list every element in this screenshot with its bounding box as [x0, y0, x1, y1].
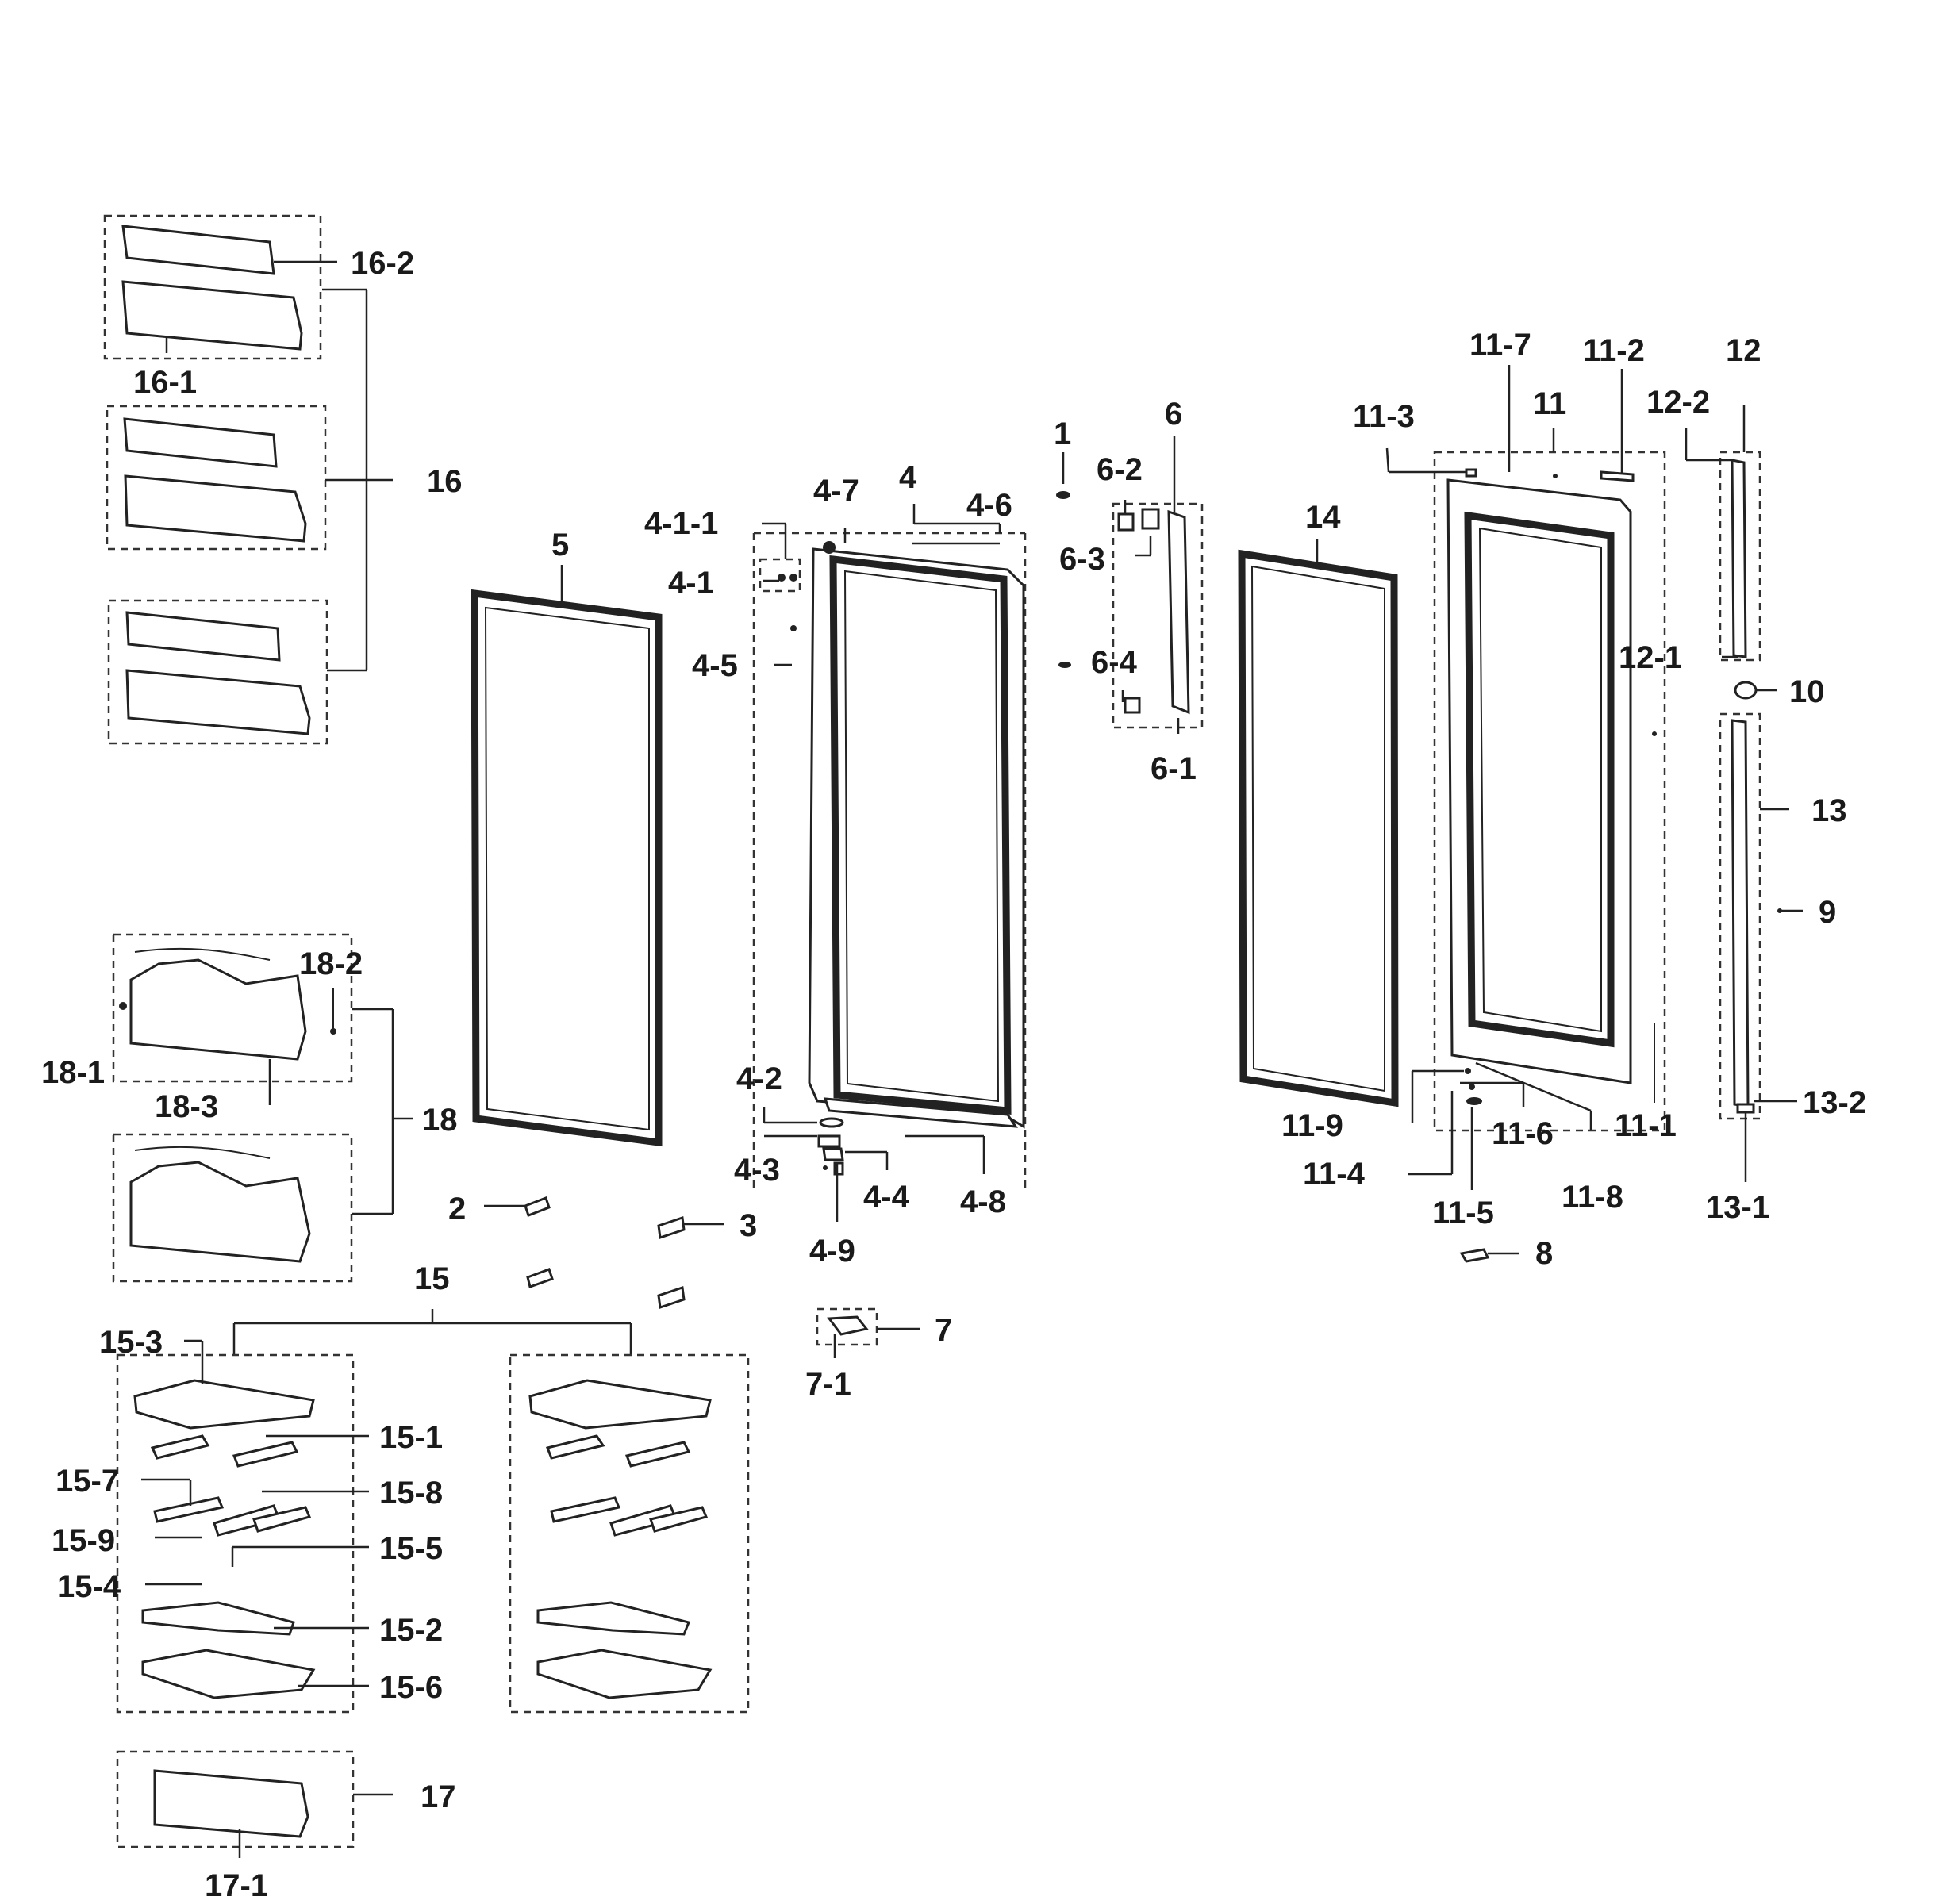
door-outer-leaders-11	[1385, 365, 1623, 1263]
label-7-1: 7-1	[805, 1367, 851, 1402]
trim-12	[1685, 405, 1761, 662]
label-9: 9	[1819, 895, 1836, 930]
door-outer-11	[1433, 451, 1666, 1132]
door-bin-leaders-16	[165, 260, 393, 672]
handle-6	[1112, 436, 1204, 734]
label-4-2: 4-2	[736, 1061, 782, 1096]
label-15-2: 15-2	[379, 1613, 443, 1648]
label-12-2: 12-2	[1646, 385, 1710, 420]
label-4-5: 4-5	[692, 648, 738, 683]
label-14: 14	[1305, 500, 1341, 535]
label-10: 10	[1789, 674, 1825, 709]
label-13-2: 13-2	[1803, 1085, 1866, 1120]
label-18-1: 18-1	[41, 1055, 105, 1090]
label-3: 3	[740, 1208, 757, 1243]
label-15-5: 15-5	[379, 1531, 443, 1566]
label-6: 6	[1165, 397, 1182, 432]
label-11-2: 11-2	[1583, 333, 1645, 368]
door-bin-group-16	[103, 214, 328, 745]
label-11-7: 11-7	[1469, 328, 1531, 363]
label-12-1: 12-1	[1619, 640, 1682, 675]
label-4-1: 4-1	[668, 566, 714, 601]
label-4-1-1: 4-1-1	[644, 506, 718, 541]
door-assembly-leaders-4	[762, 504, 1001, 1222]
label-4-9: 4-9	[809, 1234, 855, 1269]
label-11-9: 11-9	[1281, 1108, 1343, 1143]
label-15-7: 15-7	[56, 1464, 119, 1499]
label-18: 18	[422, 1103, 458, 1138]
label-13-1: 13-1	[1706, 1190, 1769, 1225]
label-18-3: 18-3	[155, 1089, 218, 1124]
shelf-leaders-15	[141, 1339, 369, 1687]
label-1: 1	[1054, 416, 1071, 451]
label-15-9: 15-9	[52, 1523, 115, 1558]
label-7: 7	[935, 1313, 952, 1348]
label-11: 11	[1533, 386, 1566, 421]
guard-bin-group-18	[112, 933, 353, 1283]
callout-labels: 16-2 16-1 16 18-2 18-1 18-3 18 15 15-3 1…	[41, 246, 1866, 1903]
label-4-8: 4-8	[960, 1184, 1006, 1219]
label-15-1: 15-1	[379, 1420, 443, 1455]
label-4-3: 4-3	[734, 1153, 780, 1188]
label-6-4: 6-4	[1091, 645, 1138, 680]
label-6-2: 6-2	[1097, 452, 1143, 487]
label-15-4: 15-4	[57, 1569, 121, 1604]
label-4-6: 4-6	[966, 488, 1012, 523]
guard-bin-leaders-18	[268, 1008, 413, 1215]
label-15-6: 15-6	[379, 1670, 443, 1705]
label-15: 15	[414, 1261, 450, 1296]
label-16-2: 16-2	[351, 246, 414, 281]
door-assembly-4	[752, 532, 1027, 1190]
shelf-parts-left	[133, 1379, 316, 1699]
label-11-1: 11-1	[1615, 1108, 1677, 1143]
shelf-parts-right	[528, 1379, 713, 1699]
label-5: 5	[551, 528, 569, 562]
label-4: 4	[899, 460, 917, 495]
label-16-1: 16-1	[133, 365, 197, 400]
label-6-1: 6-1	[1151, 751, 1197, 786]
small-parts-1-2-3	[484, 452, 1071, 1309]
label-13: 13	[1811, 793, 1847, 828]
cap-10	[1734, 681, 1777, 700]
label-11-5: 11-5	[1432, 1196, 1494, 1230]
hinge-7	[816, 1307, 920, 1358]
label-17: 17	[421, 1779, 456, 1814]
label-2: 2	[448, 1192, 466, 1226]
trim-13	[1719, 712, 1803, 1182]
shelf-assembly-group-15	[116, 1309, 750, 1714]
label-8: 8	[1535, 1236, 1553, 1271]
label-18-2: 18-2	[299, 946, 363, 981]
label-11-8: 11-8	[1562, 1180, 1623, 1215]
label-11-4: 11-4	[1303, 1157, 1366, 1192]
label-11-6: 11-6	[1492, 1116, 1554, 1151]
bottom-bin-17	[116, 1750, 393, 1858]
label-11-3: 11-3	[1353, 399, 1415, 434]
label-4-7: 4-7	[813, 474, 859, 509]
door-gasket-14	[1238, 539, 1399, 1107]
label-15-3: 15-3	[99, 1325, 163, 1360]
label-12: 12	[1726, 333, 1761, 368]
label-16: 16	[427, 464, 463, 499]
door-gasket-5	[471, 565, 663, 1147]
label-6-3: 6-3	[1059, 542, 1105, 577]
label-4-4: 4-4	[863, 1180, 910, 1215]
label-17-1: 17-1	[205, 1868, 268, 1903]
label-15-8: 15-8	[379, 1476, 443, 1511]
